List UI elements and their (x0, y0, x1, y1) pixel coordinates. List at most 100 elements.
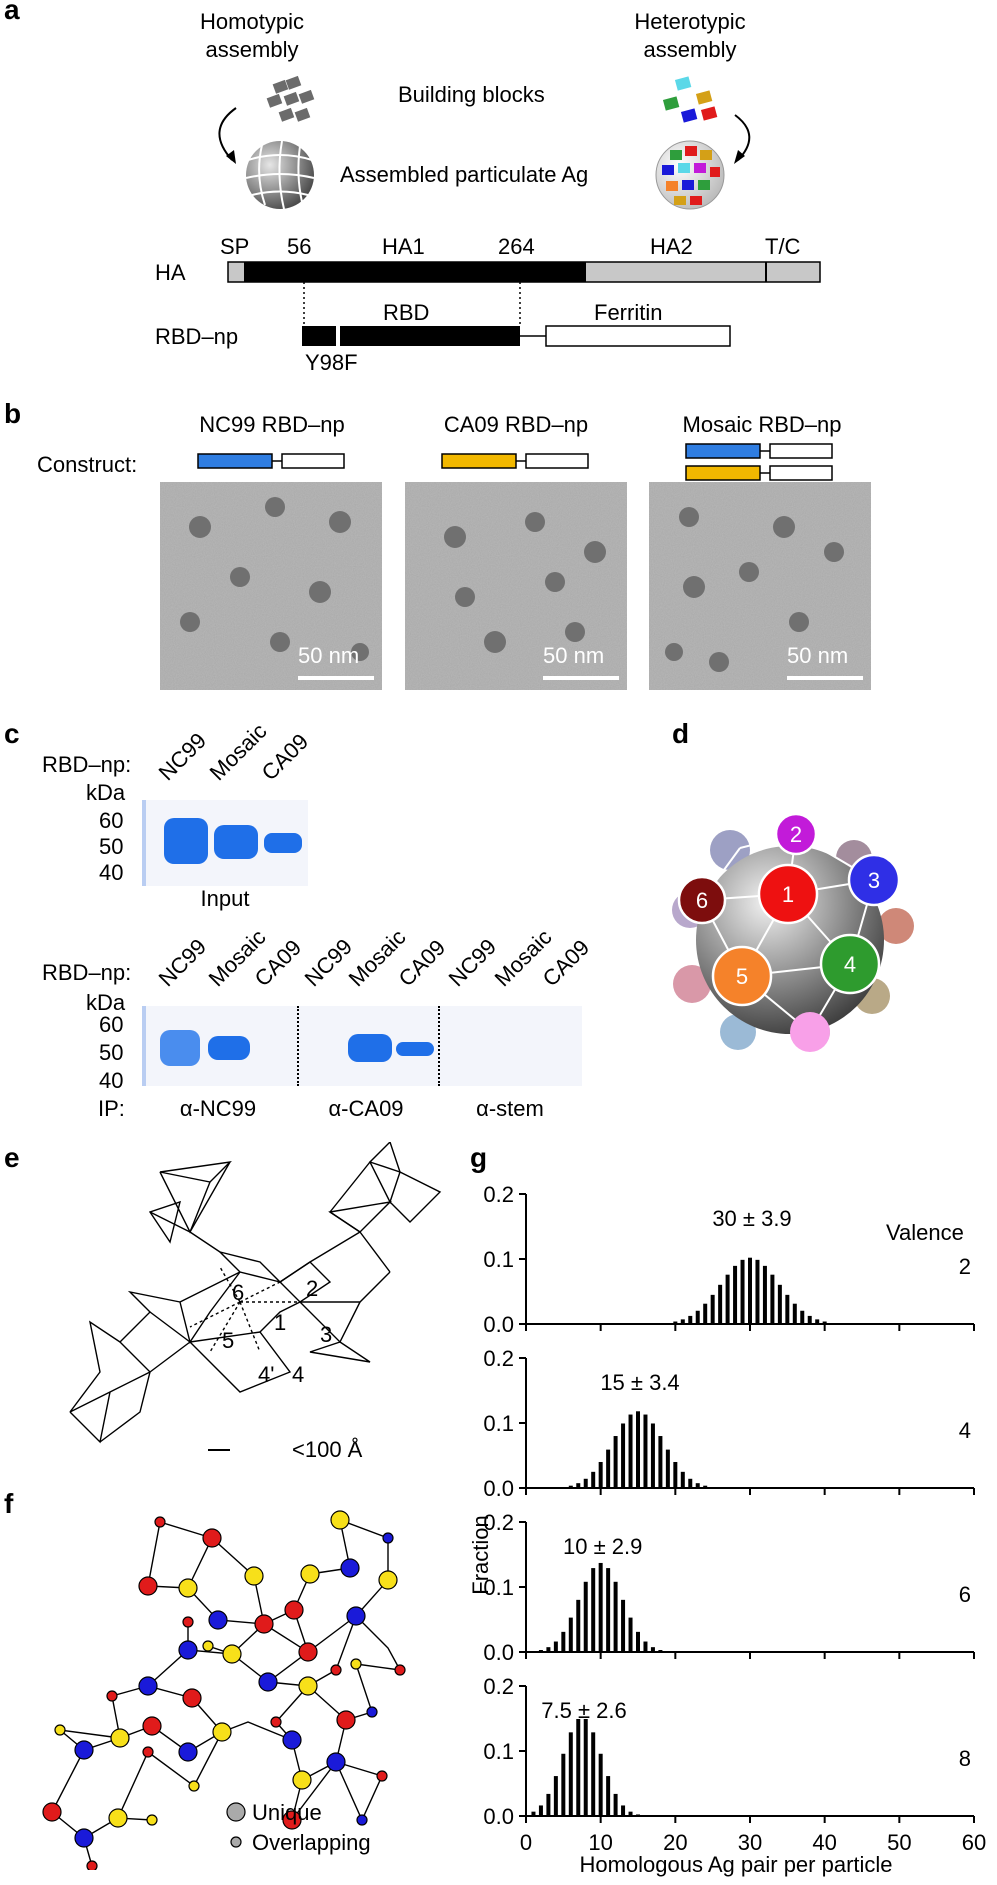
valence-title: Valence (886, 1220, 964, 1245)
overlapping-node (382, 1532, 394, 1544)
unique-node (138, 1676, 158, 1696)
lane-bottom-1: NC99 (153, 933, 212, 992)
histogram-bar (606, 1776, 611, 1816)
lattice-label-6: 6 (232, 1280, 245, 1305)
unique-node (108, 1808, 128, 1828)
kda-label-top: kDa (86, 780, 126, 805)
unique-node (74, 1740, 94, 1760)
histogram-bar (785, 1294, 790, 1324)
rbd-label: RBD (383, 300, 430, 325)
histogram-bar (755, 1259, 760, 1324)
legend-overlapping-label: Overlapping (252, 1830, 371, 1855)
histogram-bar (568, 1485, 573, 1488)
histogram-bar (576, 1599, 581, 1652)
histogram-bar (583, 1581, 588, 1652)
y-tick-label: 0.2 (483, 1510, 514, 1535)
unique-node (244, 1566, 264, 1586)
lane-bottom-7: NC99 (443, 933, 502, 992)
histogram-bar (792, 1303, 797, 1324)
unique-node (42, 1802, 62, 1822)
building-blocks-label: Building blocks (398, 82, 545, 107)
series-annotation: 30 ± 3.9 (712, 1206, 791, 1231)
series-annotation: 10 ± 2.9 (563, 1534, 642, 1559)
panel-g-histograms: 0.00.10.230 ± 3.920.00.10.215 ± 3.440.00… (468, 1182, 986, 1877)
ip-label: IP: (98, 1096, 125, 1121)
histogram-bar (568, 1617, 573, 1652)
panel-d-particle: 1 2 3 4 5 6 (672, 812, 914, 1052)
panel-label-a: a (4, 0, 20, 25)
valence-value: 8 (959, 1746, 971, 1771)
histogram-bar (725, 1274, 730, 1324)
ca09-title: CA09 RBD–np (443, 412, 589, 437)
scale-bar-mosaic (787, 676, 863, 680)
lattice-label-4prime: 4' (258, 1362, 275, 1387)
g-xlabel: Homologous Ag pair per particle (579, 1852, 892, 1877)
ha2-label: HA2 (650, 234, 693, 259)
histogram-bar (815, 1319, 820, 1324)
histogram-bar (822, 1321, 827, 1324)
histogram-bar (576, 1719, 581, 1816)
overlapping-node (356, 1814, 368, 1826)
scale-label-nc99: 50 nm (298, 643, 360, 668)
rbdnp-label-bottom: RBD–np: (42, 960, 132, 985)
valence-value: 6 (959, 1582, 971, 1607)
panel-label-e: e (4, 1142, 20, 1173)
histogram-bar (643, 1414, 648, 1488)
nc99-title: NC99 RBD–np (199, 412, 345, 437)
panel-label-c: c (4, 718, 20, 749)
unique-node (258, 1672, 278, 1692)
y-tick-label: 0.2 (483, 1674, 514, 1699)
x-tick-label: 30 (738, 1830, 762, 1855)
histogram-bar (740, 1259, 745, 1324)
node-label-5: 5 (736, 964, 748, 989)
y-tick-label: 0.0 (483, 1804, 514, 1829)
histogram-bar (680, 1319, 685, 1324)
unique-node (142, 1716, 162, 1736)
histogram-bar (710, 1294, 715, 1324)
y98f-label: Y98F (305, 350, 358, 375)
overlapping-node (154, 1516, 166, 1528)
overlapping-node (394, 1664, 406, 1676)
overlapping-node (376, 1770, 388, 1782)
histogram-bar (658, 1436, 663, 1488)
unique-node (326, 1752, 346, 1772)
histogram-bar (621, 1599, 626, 1652)
ip-group-stem: α-stem (476, 1096, 544, 1121)
histogram-bar (598, 1753, 603, 1816)
histogram-bar (688, 1478, 693, 1488)
y98f-mark (336, 326, 340, 346)
y-tick-label: 0.0 (483, 1476, 514, 1501)
histogram-bar (673, 1321, 678, 1324)
scale-label-mosaic: 50 nm (787, 643, 849, 668)
unique-node (138, 1576, 158, 1596)
construct-icons (197, 443, 833, 481)
unique-node (282, 1730, 302, 1750)
n264-label: 264 (498, 234, 535, 259)
panel-label-f: f (4, 1488, 14, 1519)
node-label-4: 4 (844, 952, 856, 977)
y-tick-label: 0.1 (483, 1575, 514, 1600)
histogram-bar (591, 1568, 596, 1652)
mw-60-bottom: 60 (99, 1012, 124, 1037)
lane-top-nc99: NC99 (153, 727, 212, 786)
panel-label-b: b (4, 398, 22, 429)
histogram-bar (621, 1805, 626, 1816)
histogram-bar (583, 1719, 588, 1816)
g-ylabel: Fraction (468, 1515, 493, 1594)
histogram-bar (658, 1650, 663, 1652)
node-label-1: 1 (782, 882, 794, 907)
histogram-bar (636, 1814, 640, 1816)
histogram-bar (807, 1315, 812, 1324)
histogram-bar (546, 1793, 551, 1816)
histogram-bar (748, 1257, 752, 1324)
unique-node (212, 1722, 232, 1742)
histogram-bar (733, 1265, 738, 1324)
unique-node (178, 1640, 198, 1660)
rbd-segment (302, 326, 520, 346)
histogram-bar (636, 1411, 640, 1488)
unique-node (178, 1742, 198, 1762)
histogram-bar (665, 1449, 670, 1488)
y-tick-label: 0.2 (483, 1182, 514, 1207)
unique-node (202, 1528, 222, 1548)
